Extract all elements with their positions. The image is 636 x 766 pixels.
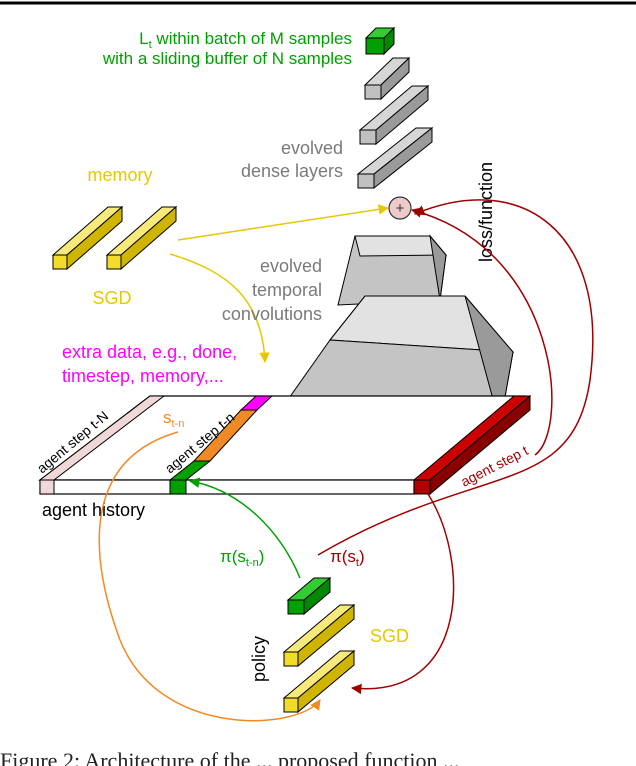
loss-buffer-label: with a sliding buffer of N samples xyxy=(102,49,352,68)
memory-sgd-label: SGD xyxy=(92,288,131,308)
step-t-to-sum-arrow xyxy=(410,207,553,456)
dense-layer-3 xyxy=(356,126,434,190)
temporal-label-line1: evolved xyxy=(260,256,322,276)
policy-to-history-arrow xyxy=(188,477,301,579)
memory-bar-2 xyxy=(105,205,178,271)
loss-batch-label: Lt within batch of M samples xyxy=(139,29,352,51)
memory-label: memory xyxy=(87,165,152,185)
policy-label: policy xyxy=(249,636,269,682)
temporal-label-line2: temporal xyxy=(252,280,322,300)
memory-to-sum-arrow xyxy=(177,204,390,241)
memory-bar-1 xyxy=(51,205,124,271)
dense-label-line2: dense layers xyxy=(241,161,343,181)
step-t-to-policy-arrow xyxy=(350,493,455,695)
agent-history-label: agent history xyxy=(42,500,145,520)
figure-caption: Figure 2: Architecture of the ... propos… xyxy=(0,748,460,766)
extra-data-line1: extra data, e.g., done, xyxy=(62,342,237,362)
temporal-label-line3: convolutions xyxy=(222,304,322,324)
extra-data-line2: timestep, memory,... xyxy=(62,366,224,386)
temporal-conv-upper xyxy=(337,234,448,306)
sum-node: + xyxy=(388,196,412,220)
policy-sgd-label: SGD xyxy=(370,626,409,646)
dense-label-line1: evolved xyxy=(281,138,343,158)
policy-output-block xyxy=(286,576,332,616)
policy-layer-1 xyxy=(282,603,356,668)
pi-s-tn-label: π(st-n) xyxy=(220,547,264,569)
loss-function-label: loss/function xyxy=(476,162,496,262)
memory-to-history-arrow xyxy=(169,253,270,364)
policy-to-sum-arrow xyxy=(317,199,594,556)
state-to-policy-arrow xyxy=(98,431,321,722)
policy-layer-2 xyxy=(282,649,356,714)
dense-layer-1 xyxy=(363,56,411,101)
loss-block xyxy=(364,26,396,56)
s-tn-label: st-n xyxy=(163,408,184,430)
dense-layer-2 xyxy=(358,84,430,146)
pi-s-t-label: π(st) xyxy=(330,547,365,569)
svg-text:+: + xyxy=(396,200,405,217)
agent-history-strip xyxy=(38,394,532,496)
